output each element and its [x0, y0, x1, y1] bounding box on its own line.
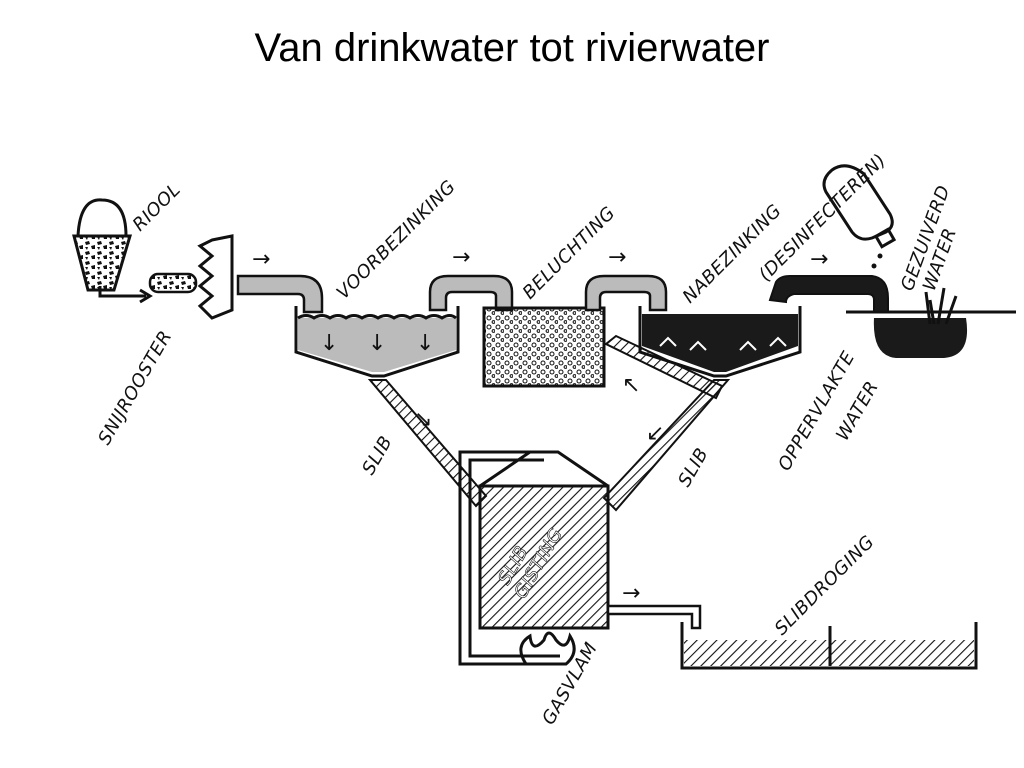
settle-arrow-1: ↓	[320, 331, 338, 356]
pipe-to-beluchting	[428, 274, 514, 312]
gas-flame-icon	[519, 631, 576, 666]
sludge-arrow-right: ↙	[646, 421, 664, 446]
pipe-to-nabezinking	[584, 274, 668, 312]
inlet-pipe	[236, 274, 324, 314]
nabezinking-tank	[638, 306, 802, 378]
sludge-pipe-right	[602, 379, 731, 512]
label-snijrooster: SNIJROOSTER	[94, 327, 176, 448]
slibdroging-beds	[680, 622, 978, 670]
label-slib-left: SLIB	[358, 432, 397, 478]
label-slibdroging: SLIBDROGING	[771, 531, 879, 639]
settle-arrow-3: ↓	[416, 331, 434, 356]
settle-arrow-2: ↓	[368, 331, 386, 356]
label-slib-right: SLIB	[674, 444, 713, 490]
flow-arrow-1: →	[252, 247, 270, 272]
receiving-water	[846, 287, 1016, 358]
label-riool: RIOOL	[129, 179, 185, 235]
desinfectant-bottle	[822, 164, 897, 269]
slib-gisting-tank	[458, 450, 610, 666]
sludge-arrow-return: ↖	[622, 373, 640, 398]
flow-arrow-4: →	[810, 247, 828, 272]
page-title: Van drinkwater tot rivierwater	[254, 26, 770, 70]
label-nabezinking: NABEZINKING	[679, 200, 786, 307]
drying-feed-pipe	[606, 604, 702, 630]
voorbezinking-tank	[294, 306, 460, 378]
sludge-return-pipe	[604, 334, 724, 400]
beluchting-tank	[482, 306, 606, 388]
label-gasvlam: GASVLAM	[538, 639, 602, 729]
sludge-arrow-left: ↘	[414, 407, 432, 432]
feed-pipe	[148, 272, 198, 294]
flow-arrow-3: →	[608, 245, 626, 270]
riool-tank	[72, 198, 153, 304]
flow-arrow-5: →	[622, 581, 640, 606]
snijrooster-grate	[197, 234, 234, 320]
outlet-pipe	[768, 275, 889, 313]
flow-arrow-2: →	[452, 245, 470, 270]
